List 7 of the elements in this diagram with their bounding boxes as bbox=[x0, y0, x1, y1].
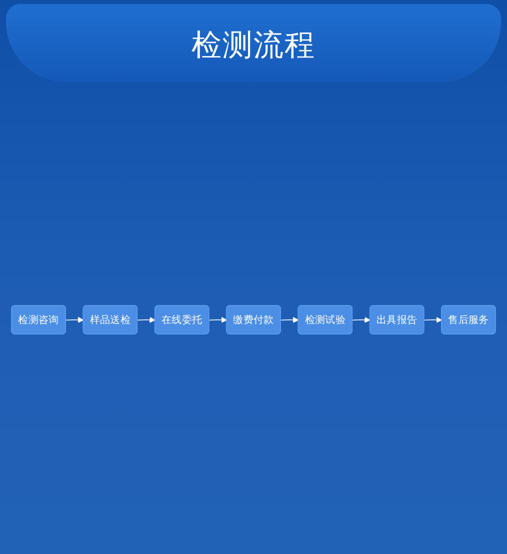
title: 检测流程 bbox=[192, 28, 316, 63]
arrow bbox=[424, 317, 442, 324]
arrow bbox=[137, 317, 156, 324]
arrow bbox=[208, 317, 228, 324]
arrow bbox=[280, 317, 299, 324]
arrow bbox=[352, 317, 370, 324]
arrow bbox=[66, 317, 84, 324]
